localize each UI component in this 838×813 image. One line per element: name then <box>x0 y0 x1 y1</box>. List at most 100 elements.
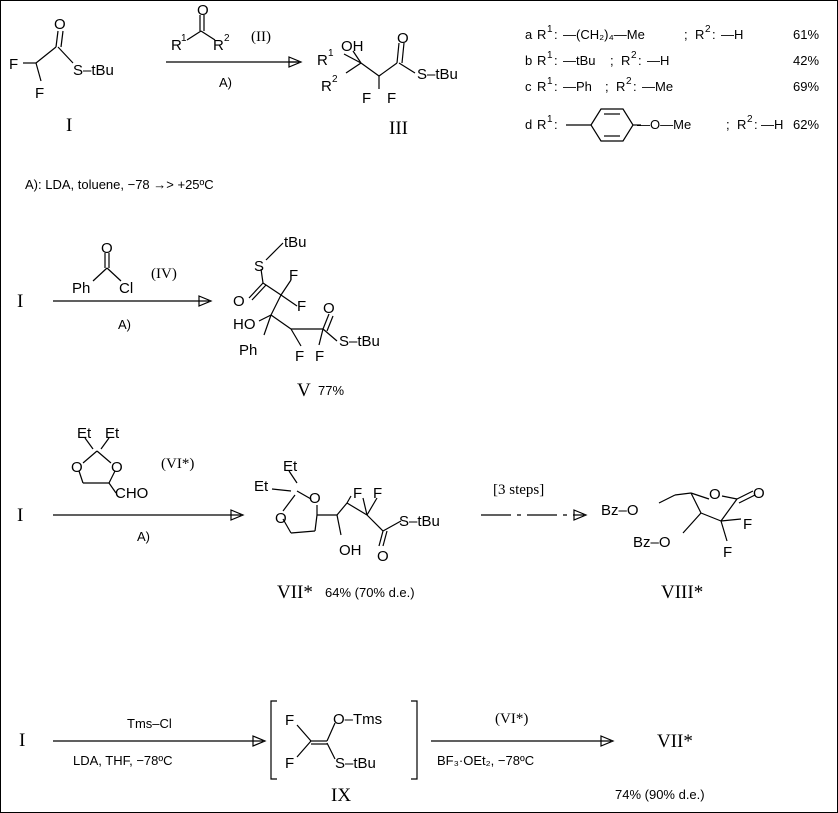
aldehyde-group: CHO <box>115 485 148 502</box>
svg-text:2: 2 <box>631 50 637 61</box>
reagent-tms-cl: Tms–Cl <box>127 716 172 731</box>
atom-F: F <box>295 348 304 365</box>
svg-text:R: R <box>537 53 546 68</box>
substituent-row-a: a R 1 : —(CH₂)₄—Me ; R 2 : —H 61% <box>525 24 819 42</box>
svg-text:1: 1 <box>181 33 187 44</box>
compound-label-VII: VII* <box>277 582 313 603</box>
hydroxyl-group: OH <box>339 542 362 559</box>
phenyl-group: Ph <box>72 280 90 297</box>
yield-VII: 74% (90% d.e.) <box>615 787 705 802</box>
reagent-label-II: (II) <box>251 29 271 45</box>
compound-III-structure: OH R 1 R 2 F F O S–tBu III <box>317 30 458 139</box>
svg-text:;: ; <box>610 53 614 68</box>
yield-c: 69% <box>793 79 819 94</box>
reagent-IV-structure: O Ph Cl (IV) <box>72 240 177 297</box>
ethyl-group: Et <box>77 425 92 442</box>
ethyl-group: Et <box>283 458 298 475</box>
reaction-arrow <box>431 735 615 747</box>
svg-text:;: ; <box>726 117 730 132</box>
compound-I-structure: F F O S–tBu I <box>9 16 114 136</box>
thioester-group: S–tBu <box>417 66 458 83</box>
compound-label-VIII: VIII* <box>661 582 703 603</box>
atom-F: F <box>362 90 371 107</box>
conditions-A-definition: A): LDA, toluene, −78 →> +25ºC <box>25 177 214 192</box>
substituent-table: a R 1 : —(CH₂)₄—Me ; R 2 : —H 61% b R 1 … <box>525 24 819 142</box>
compound-label-I: I <box>19 730 25 751</box>
substituent-R2: R <box>213 37 224 54</box>
svg-text:R: R <box>737 117 746 132</box>
three-steps-label: [3 steps] <box>493 482 544 498</box>
svg-text::: : <box>754 117 758 132</box>
atom-O: O <box>233 293 245 310</box>
svg-text:—Me: —Me <box>642 79 673 94</box>
svg-text::: : <box>554 53 558 68</box>
yield-V: 77% <box>318 383 344 398</box>
atom-O: O <box>309 490 321 507</box>
substituent-row-c: c R 1 : —Ph ; R 2 : —Me 69% <box>525 76 819 94</box>
compound-label-V: V <box>297 380 311 401</box>
svg-text:1: 1 <box>547 50 553 61</box>
svg-text:2: 2 <box>747 114 753 125</box>
atom-O: O <box>323 300 335 317</box>
atom-O: O <box>275 510 287 527</box>
conditions-label: A) <box>118 317 131 332</box>
atom-F: F <box>285 712 294 729</box>
yield-b: 42% <box>793 53 819 68</box>
thioester-group: S–tBu <box>339 333 380 350</box>
atom-F: F <box>353 485 362 502</box>
trimethylsilyl-ether: O–Tms <box>333 711 382 728</box>
svg-text:—(CH₂)₄—Me: —(CH₂)₄—Me <box>563 27 645 42</box>
substituent-row-b: b R 1 : —tBu ; R 2 : —H 42% <box>525 50 819 68</box>
lewis-acid-conditions: BF₃·OEt₂, −78ºC <box>437 753 534 768</box>
svg-text:1: 1 <box>547 114 553 125</box>
svg-text::: : <box>712 27 716 42</box>
reagent-label-IV: (IV) <box>151 266 177 282</box>
substituent-R2: R <box>321 78 332 95</box>
svg-text:;: ; <box>684 27 688 42</box>
svg-text:—Ph: —Ph <box>563 79 592 94</box>
benzoyloxy-group: Bz–O <box>601 502 639 519</box>
atom-F: F <box>285 755 294 772</box>
svg-text:c: c <box>525 79 532 94</box>
atom-F: F <box>9 56 18 73</box>
svg-text:R: R <box>537 27 546 42</box>
svg-text:2: 2 <box>626 76 632 87</box>
svg-text:R: R <box>537 79 546 94</box>
atom-Cl: Cl <box>119 280 133 297</box>
thio-group: S–tBu <box>335 755 376 772</box>
svg-text:—H: —H <box>761 117 783 132</box>
reagent-conditions: LDA, THF, −78ºC <box>73 753 173 768</box>
atom-S: S <box>254 258 264 275</box>
benzoyloxy-group: Bz–O <box>633 534 671 551</box>
yield-a: 61% <box>793 27 819 42</box>
svg-text:—H: —H <box>721 27 743 42</box>
reaction-arrow <box>166 56 303 68</box>
reaction-arrow <box>53 295 213 307</box>
ethyl-group: Et <box>105 425 120 442</box>
svg-text:d: d <box>525 117 532 132</box>
atom-O: O <box>377 548 389 565</box>
conditions-label: A) <box>219 75 232 90</box>
atom-O: O <box>101 240 113 257</box>
svg-text::: : <box>554 27 558 42</box>
intermediate-IX-bracket <box>270 700 418 780</box>
svg-text:2: 2 <box>224 33 230 44</box>
svg-text:1: 1 <box>547 24 553 35</box>
svg-text:—H: —H <box>647 53 669 68</box>
atom-O: O <box>197 2 209 19</box>
svg-text:2: 2 <box>332 74 338 85</box>
atom-F: F <box>289 267 298 284</box>
svg-text::: : <box>554 79 558 94</box>
svg-text:R: R <box>695 27 704 42</box>
atom-F: F <box>387 90 396 107</box>
compound-label-VII: VII* <box>657 731 693 752</box>
yield-VII: 64% (70% d.e.) <box>325 585 415 600</box>
substituent-R1: R <box>171 37 182 54</box>
reaction-arrow <box>53 735 267 747</box>
atom-F: F <box>723 544 732 561</box>
atom-O: O <box>397 30 409 47</box>
hydroxyl-group: HO <box>233 316 256 333</box>
atom-F: F <box>315 348 324 365</box>
